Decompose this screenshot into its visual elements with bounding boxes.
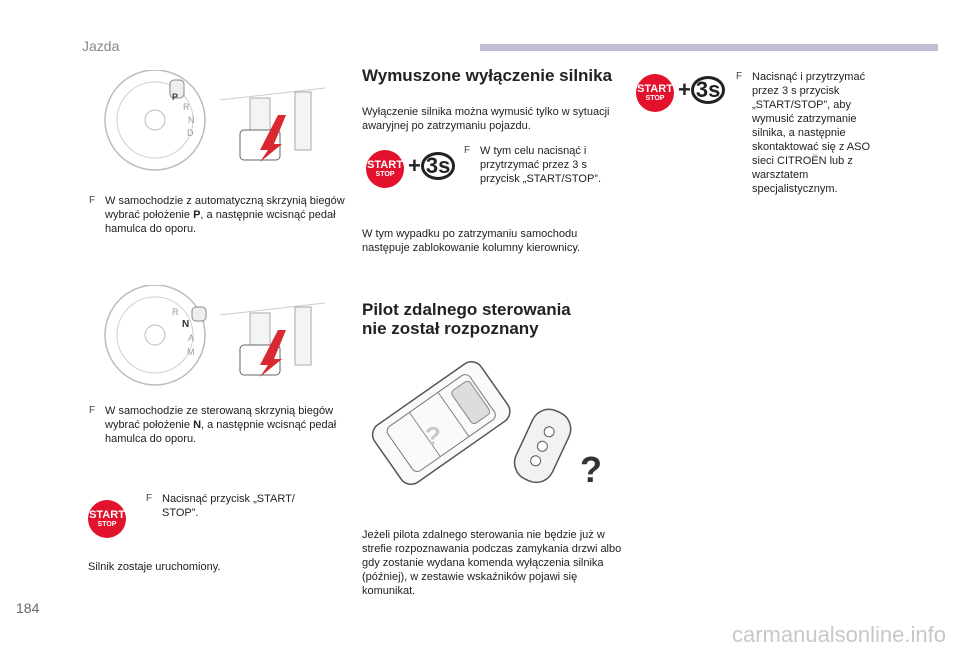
steering-lock-text: W tym wypadku po zatrzymaniu samochodu n… <box>362 228 581 254</box>
auto-gearbox-text: F W samochodzie z automatyczną skrzynią … <box>89 195 345 235</box>
hold-start-stop-text: F W tym celu nacisnąć i przytrzymać prze… <box>464 145 602 185</box>
bullet-icon: F <box>146 493 153 504</box>
gear-letter-n-marker: N <box>182 319 189 330</box>
force-stop-contact-text: F Nacisnąć i przytrzymać przez 3 s przyc… <box>736 71 870 195</box>
bullet-icon: F <box>89 405 96 416</box>
remote-not-recognized-title: Pilot zdalnego sterowania nie został roz… <box>362 300 571 338</box>
robot-gearbox-text: F W samochodzie ze sterowaną skrzynią bi… <box>89 405 337 445</box>
gear-letter-r: R <box>172 307 179 317</box>
gear-selector-n-illustration: R N A M <box>104 285 326 386</box>
question-mark-car: ? <box>425 421 441 451</box>
gear-letter-r: R <box>183 102 190 112</box>
bullet-icon: F <box>464 145 471 156</box>
bullet-icon: F <box>89 195 96 206</box>
remote-not-recognized-text: Jeżeli pilota zdalnego sterowania nie bę… <box>362 529 622 597</box>
engine-started-text: Silnik zostaje uruchomiony. <box>88 561 221 573</box>
gear-selector-p-illustration: P R N D <box>104 70 326 171</box>
header-bar <box>480 44 938 51</box>
gear-letter-p: P <box>172 92 178 102</box>
forced-stop-title: Wymuszone wyłączenie silnika <box>362 66 613 85</box>
press-start-stop-text: F Nacisnąć przycisk „START/ STOP”. <box>146 493 295 519</box>
bullet-icon: F <box>736 71 743 82</box>
gear-letter-n: N <box>188 115 195 125</box>
question-mark-key: ? <box>580 449 602 490</box>
gear-letter-a: A <box>188 333 194 343</box>
gear-letter-m: M <box>187 347 195 357</box>
section-title: Jazda <box>82 38 120 54</box>
page-number: 184 <box>16 600 40 616</box>
plus-3s-icon: +3s <box>408 152 456 180</box>
gear-letter-d: D <box>187 128 194 138</box>
car-and-key-illustration: ? ? <box>371 361 602 490</box>
forced-stop-intro: Wyłączenie silnika można wymusić tylko w… <box>362 106 610 132</box>
watermark: carmanualsonline.info <box>731 622 946 647</box>
plus-3s-icon: +3s <box>678 76 726 104</box>
